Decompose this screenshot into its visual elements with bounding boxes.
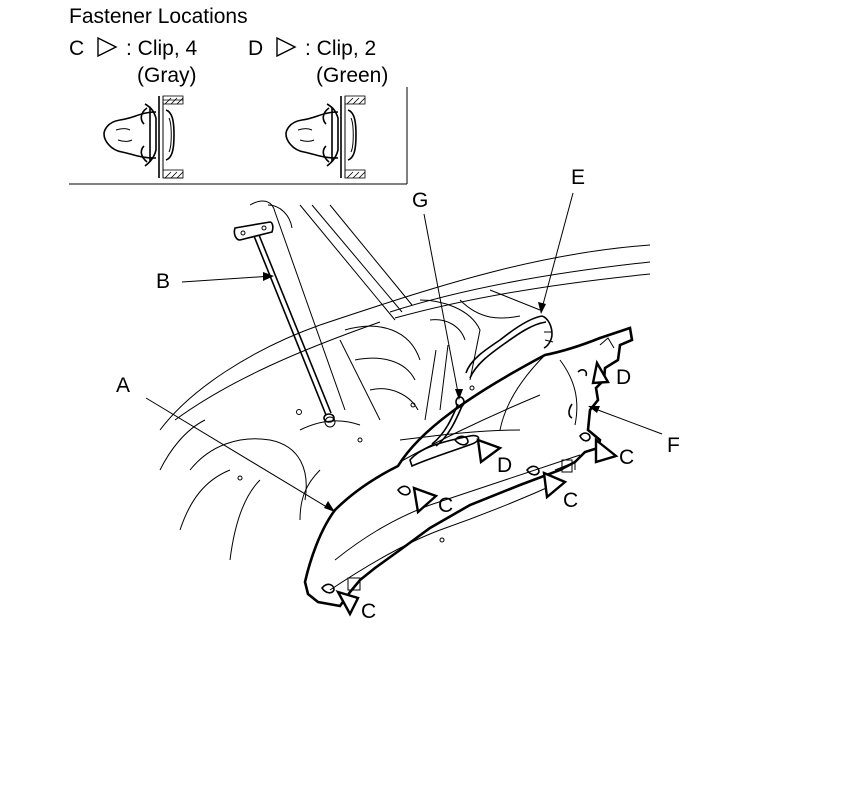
legend-c-color: (Gray) bbox=[137, 64, 197, 87]
legend-c-letter: C bbox=[69, 37, 84, 60]
clip-label-c: C bbox=[438, 494, 453, 517]
clip-gray-illustration bbox=[103, 95, 184, 179]
clip-label-d: D bbox=[616, 366, 631, 389]
clip-c-marker-icon bbox=[412, 486, 439, 515]
clip-label-c: C bbox=[361, 600, 376, 623]
legend-c-text: : Clip, 4 bbox=[126, 37, 198, 60]
legend-d-triangle-icon bbox=[276, 36, 297, 58]
clip-label-d: D bbox=[497, 454, 512, 477]
leader-b bbox=[181, 275, 273, 283]
clip-d-marker-icon bbox=[476, 438, 503, 465]
clip-label-c: C bbox=[563, 489, 578, 512]
legend-d-color: (Green) bbox=[316, 64, 388, 87]
clip-label-c: C bbox=[619, 446, 634, 469]
callout-f: F bbox=[667, 434, 680, 457]
leader-a bbox=[145, 397, 336, 513]
leader-e bbox=[540, 192, 574, 313]
callout-b: B bbox=[156, 270, 170, 293]
legend-d-text: : Clip, 2 bbox=[305, 37, 376, 60]
callout-e: E bbox=[571, 166, 585, 189]
legend-title: Fastener Locations bbox=[69, 5, 248, 28]
leader-lines bbox=[145, 192, 663, 513]
fastener-markers bbox=[335, 359, 619, 617]
legend-c-triangle-icon bbox=[97, 36, 118, 58]
callout-g: G bbox=[412, 189, 428, 212]
vehicle-body-outline bbox=[159, 200, 651, 561]
part-e-harness bbox=[465, 315, 554, 379]
part-b-strut bbox=[233, 221, 335, 423]
clip-green-illustration bbox=[285, 95, 366, 179]
clip-c-marker-icon bbox=[335, 590, 360, 617]
clip-c-marker-icon bbox=[542, 471, 568, 500]
leader-g bbox=[423, 213, 460, 399]
leader-f bbox=[589, 406, 663, 435]
clip-d-marker-icon bbox=[591, 359, 611, 385]
part-a-quarter-trim-panel bbox=[303, 326, 634, 608]
clip-c-marker-icon bbox=[594, 437, 619, 464]
legend-d-letter: D bbox=[248, 37, 263, 60]
callout-a: A bbox=[116, 374, 130, 397]
fastener-legend: Fastener Locations C : Clip, 4 (Gray) D … bbox=[69, 5, 408, 185]
callout-labels: A B E F G D D C C C C bbox=[116, 166, 680, 623]
